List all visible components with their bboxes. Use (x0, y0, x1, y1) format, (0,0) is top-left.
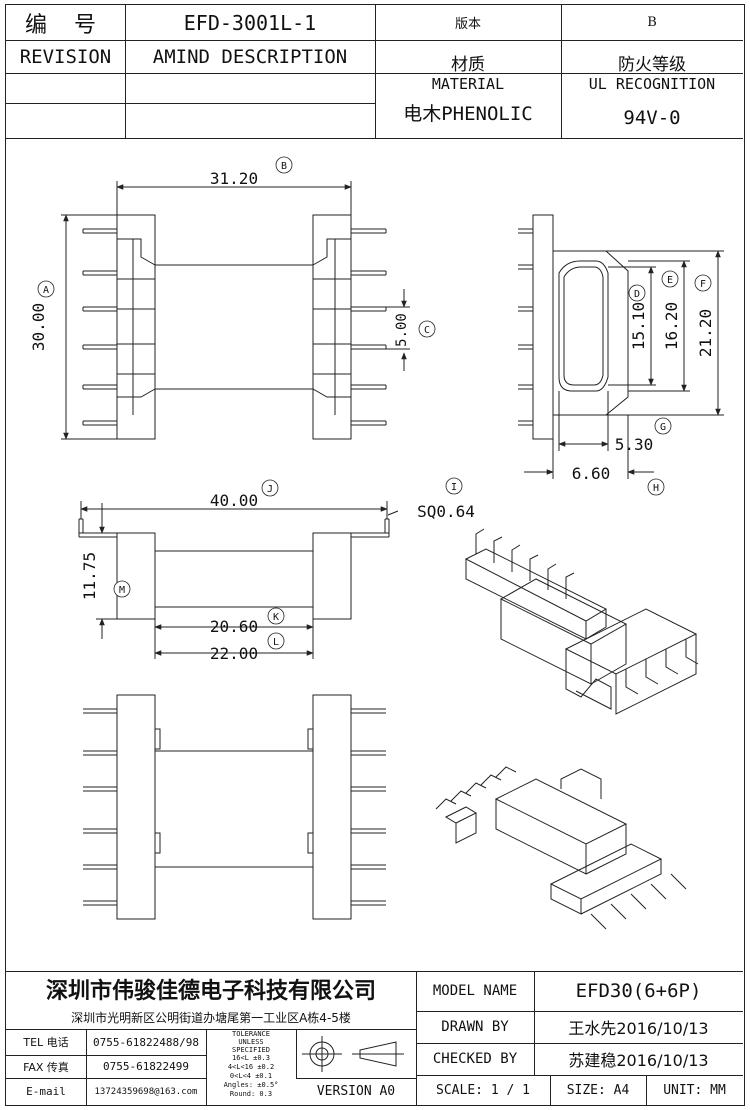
footer-line (6, 1078, 206, 1079)
footer-line (416, 1043, 743, 1044)
size-value: SIZE: A4 (566, 1082, 630, 1098)
code-label: 编 号 (25, 12, 106, 38)
company-name: 深圳市伟骏佳德电子科技有限公司 (45, 979, 376, 1004)
footer-line (550, 1075, 551, 1105)
tolerance-row: Round: 0.3 (229, 1090, 273, 1098)
material-label-en: MATERIAL (431, 75, 505, 93)
dim-c-text: 5.00 (394, 313, 410, 347)
balloon-i: I (451, 482, 457, 493)
revision-label: REVISION (19, 45, 112, 68)
balloon-h: H (653, 483, 659, 494)
footer-line (296, 1029, 297, 1078)
tel-value: 0755-61822488/98 (93, 1035, 199, 1049)
footer-line (416, 1075, 743, 1076)
dim-m-text: 11.75 (80, 552, 99, 600)
balloon-b: B (281, 161, 287, 172)
tolerance-title: TOLERANCE UNLESS SPECIFIED (232, 1030, 270, 1054)
ul-label: 防火等级 UL RECOGNITION (561, 40, 743, 103)
email-value: 13724359698@163.com (94, 1086, 198, 1097)
side-view (518, 214, 724, 479)
balloon-e: E (667, 275, 673, 286)
dim-g-text: 5.30 (615, 435, 654, 454)
material-value: 电木PHENOLIC (403, 102, 533, 125)
isometric-view-top (464, 528, 699, 715)
tolerance-row: 16<L ±0.3 (232, 1054, 270, 1062)
header-line (6, 103, 375, 104)
bottom-view (83, 694, 386, 920)
material-label: 材质 MATERIAL (375, 40, 561, 103)
dim-k-text: 20.60 (210, 617, 258, 636)
ul-label-en: UL RECOGNITION (588, 75, 716, 93)
unit-value: UNIT: MM (663, 1082, 726, 1098)
model-value: EFD30(6+6P) (575, 980, 702, 1002)
header-line (125, 5, 126, 138)
footer-line (206, 1029, 207, 1105)
checked-value: 苏建稳2016/10/13 (568, 1051, 709, 1070)
model-label: MODEL NAME (432, 983, 518, 999)
version-value: B (647, 15, 657, 30)
tel-label: TEL 电话 (23, 1036, 69, 1049)
dim-e-text: 16.20 (662, 302, 681, 350)
projection-symbol (302, 1036, 404, 1072)
tolerance-row: 0<L<4 ±0.1 (229, 1072, 273, 1080)
email-label: E-mail (26, 1085, 66, 1098)
footer-line (534, 971, 535, 1075)
isometric-view-bottom (435, 766, 687, 930)
balloon-a: A (43, 285, 49, 296)
footer-line (86, 1029, 87, 1105)
drawn-label: DRAWN BY (441, 1019, 509, 1035)
tolerance-row: 4<L<16 ±0.2 (227, 1063, 275, 1071)
dim-i-text: SQ0.64 (417, 502, 475, 521)
fax-value: 0755-61822499 (102, 1060, 190, 1073)
code-value: EFD-3001L-1 (183, 10, 317, 35)
company-address: 深圳市光明新区公明街道办塘尾第一工业区A栋4-5楼 (71, 1010, 351, 1025)
dim-a-text: 30.00 (29, 303, 48, 351)
fax-label: FAX 传真 (23, 1060, 69, 1074)
ul-value: 94V-0 (623, 107, 681, 129)
tolerance-row: Angles: ±0.5° (223, 1081, 279, 1089)
header-line (6, 40, 743, 41)
balloon-c: C (424, 325, 430, 336)
tolerance-block: TOLERANCE UNLESS SPECIFIED 16<L ±0.3 4<L… (206, 1029, 296, 1105)
material-label-cn: 材质 (451, 55, 485, 75)
drawing-sheet: 编 号 EFD-3001L-1 版本 B REVISION AMIND DESC… (5, 4, 745, 1106)
footer-line (646, 1075, 647, 1105)
checked-label: CHECKED BY (432, 1051, 518, 1067)
front-view (78, 501, 399, 659)
balloon-g: G (660, 422, 666, 433)
dim-j-text: 40.00 (210, 491, 258, 510)
header-line (375, 5, 376, 138)
header-line (6, 138, 743, 139)
dim-d-text: 15.10 (629, 302, 648, 350)
amend-label: AMIND DESCRIPTION (152, 45, 348, 68)
footer-line (6, 971, 743, 972)
balloon-f: F (700, 279, 706, 290)
balloon-j: J (267, 484, 273, 495)
drawn-value: 王水先2016/10/13 (568, 1019, 709, 1038)
footer-line (296, 1078, 416, 1079)
scale-value: SCALE: 1 / 1 (436, 1082, 530, 1098)
balloon-l: L (273, 637, 279, 648)
version-a0: VERSION A0 (316, 1084, 396, 1099)
dim-l-text: 22.00 (210, 644, 258, 663)
header-line (561, 5, 562, 138)
footer-line (416, 1011, 743, 1012)
balloon-m: M (119, 585, 125, 596)
dim-h-text: 6.60 (572, 464, 611, 483)
version-label: 版本 (454, 17, 481, 32)
dim-f-text: 21.20 (696, 309, 715, 357)
footer-line (416, 971, 417, 1105)
ul-label-cn: 防火等级 (618, 55, 686, 75)
projection-cone-icon (359, 1041, 397, 1067)
footer-line (6, 1055, 206, 1056)
balloon-d: D (634, 289, 640, 300)
dim-b-text: 31.20 (210, 169, 258, 188)
balloon-k: K (273, 612, 279, 623)
technical-drawing: 31.20 30.00 5.00 15.10 16.20 21.20 5.30 … (29, 156, 724, 930)
top-view (61, 181, 410, 440)
footer-line (6, 1029, 416, 1030)
header-line (6, 73, 743, 74)
